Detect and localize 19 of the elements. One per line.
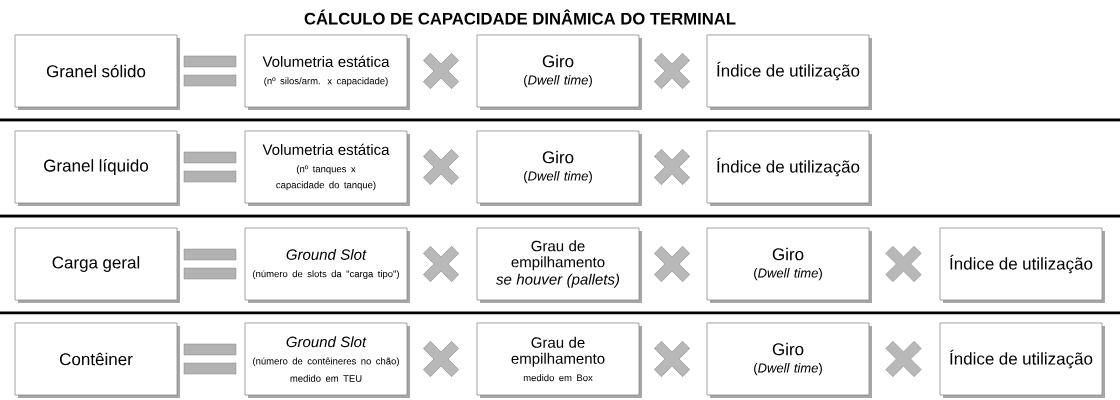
factor-box: Grau de empilhamento medido em Box — [476, 322, 642, 398]
factor-box: Volumetria estática (nº tanques x capacidade do tanque) — [244, 130, 410, 206]
factor-box: Giro (Dwell time) — [476, 130, 642, 206]
factor-box: Giro (Dwell time) — [476, 34, 642, 110]
category-box: Granel líquido — [14, 130, 180, 206]
factor-box: Giro (Dwell time) — [706, 322, 872, 398]
factor-box: Grau de empilhamento se houver (pallets) — [476, 227, 642, 303]
factor-box: Índice de utilização — [706, 130, 872, 206]
factor-box: Ground Slot (número de slots da "carga tipo") — [244, 227, 410, 303]
title: CÁLCULO DE CAPACIDADE DINÂMICA DO TERMINAL — [304, 9, 736, 25]
factor-box: Ground Slot (número de contêineres no chão) medido em TEU — [244, 322, 410, 398]
factor-box: Índice de utilização — [939, 227, 1105, 303]
factor-box: Índice de utilização — [939, 322, 1105, 398]
category-box: Granel sólido — [14, 34, 180, 110]
factor-box: Volumetria estática (nº silos/arm. x capacidade) — [244, 34, 410, 110]
category-box: Contêiner — [14, 322, 180, 398]
factor-box: Índice de utilização — [706, 34, 872, 110]
category-box: Carga geral — [14, 227, 180, 303]
factor-box: Giro (Dwell time) — [706, 227, 872, 303]
